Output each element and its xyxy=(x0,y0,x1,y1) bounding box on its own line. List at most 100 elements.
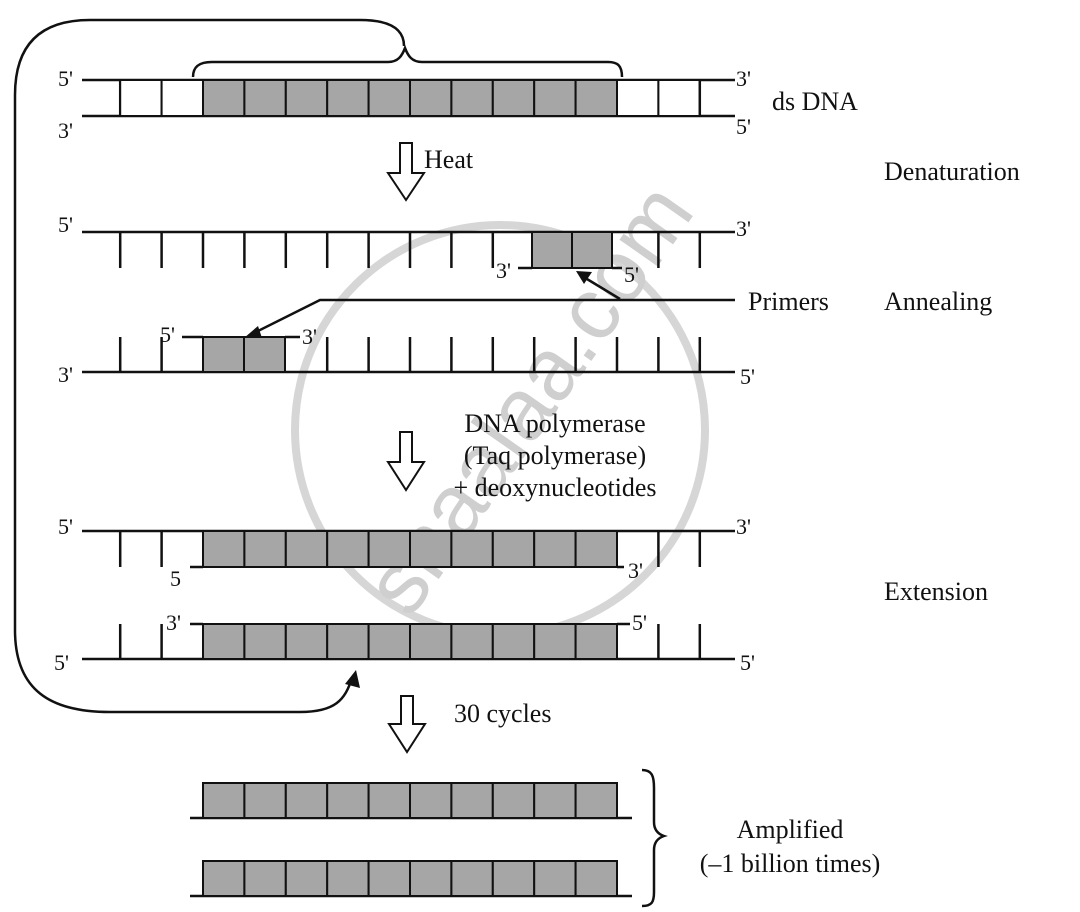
flank-segment xyxy=(657,79,701,117)
amplified-brace xyxy=(641,768,668,908)
target-segment xyxy=(367,79,412,117)
amplified-segment xyxy=(450,860,494,897)
amplified-segment xyxy=(450,782,494,819)
amplified-segment xyxy=(409,782,453,819)
cycle-loop-arrowhead xyxy=(345,670,360,688)
extended-segment xyxy=(284,530,329,568)
extended-segment xyxy=(243,530,287,568)
polymerase-line-3: + deoxynucleotides xyxy=(453,473,656,502)
polymerase-line-1: DNA polymerase xyxy=(464,409,645,438)
extended-segment xyxy=(450,623,494,660)
primer-1-left-label: 3' xyxy=(496,258,511,283)
extended-segment xyxy=(284,623,329,660)
extended-segment xyxy=(367,530,412,568)
extended-segment xyxy=(533,623,577,660)
amplified-products: Amplified (–1 billion times) xyxy=(190,768,880,908)
target-segment xyxy=(533,79,577,117)
extended-segment xyxy=(326,530,370,568)
extended-segment xyxy=(574,623,618,660)
heat-step: Heat xyxy=(386,142,474,202)
primers-pointer-arrowhead-2 xyxy=(576,271,592,284)
amplified-segment xyxy=(533,860,577,897)
extended-segment xyxy=(367,623,412,660)
new-strand-1-left-label: 5 xyxy=(170,566,181,591)
target-segment xyxy=(202,79,246,117)
ds-dna: 5' 3' 3' 5' ds DNA xyxy=(58,66,858,143)
amplified-segment xyxy=(491,860,536,897)
amplified-segment xyxy=(326,860,370,897)
cycles-label: 30 cycles xyxy=(454,699,551,728)
target-segment xyxy=(284,79,329,117)
annealing-2-right-label: 5' xyxy=(740,364,755,389)
polymerase-step: DNA polymerase (Taq polymerase) + deoxyn… xyxy=(386,409,657,502)
amplified-segment xyxy=(284,860,329,897)
heat-label: Heat xyxy=(424,145,474,174)
primers-label: Primers xyxy=(748,287,829,316)
annealing-1-right-label: 3' xyxy=(736,216,751,241)
ds-dna-bottom-left-label: 3' xyxy=(58,118,73,143)
annealing-strand-1: 5' 3' 3' 5' xyxy=(58,212,751,287)
extension-2-right-label: 5' xyxy=(740,650,755,675)
ds-dna-label: ds DNA xyxy=(772,87,858,116)
extension-1-right-label: 3' xyxy=(736,514,751,539)
flank-segment xyxy=(616,79,660,117)
ds-dna-top-right-label: 3' xyxy=(736,66,751,91)
amplified-segment xyxy=(367,782,412,819)
heat-arrow-icon xyxy=(386,142,426,202)
cycles-arrow-icon xyxy=(387,695,427,754)
amplified-segment xyxy=(284,782,329,819)
extension-1-left-label: 5' xyxy=(58,514,73,539)
primers-pointer-branch xyxy=(581,274,621,301)
cycles-step: 30 cycles xyxy=(387,695,551,754)
new-strand-1-right-label: 3' xyxy=(628,558,643,583)
target-segment xyxy=(326,79,370,117)
amplified-segment xyxy=(574,782,618,819)
target-segment xyxy=(450,79,494,117)
annealing-label: Annealing xyxy=(884,287,992,316)
annealing-strand-2: 3' 5' 5' 3' xyxy=(58,322,755,389)
amplified-segment xyxy=(243,860,287,897)
amplified-segment xyxy=(243,782,287,819)
primer-1-right-label: 5' xyxy=(624,262,639,287)
extended-segment xyxy=(326,623,370,660)
amplified-segment xyxy=(202,860,246,897)
extended-segment xyxy=(533,530,577,568)
target-segment xyxy=(243,79,287,117)
primer-segment xyxy=(571,231,613,269)
extension-strand-1: 5' 3' 5 3' xyxy=(58,514,751,591)
target-segment xyxy=(409,79,453,117)
primers-pointer-arrowhead xyxy=(244,326,262,338)
target-segment xyxy=(574,79,618,117)
extended-segment xyxy=(409,623,453,660)
polymerase-arrow-icon xyxy=(386,431,426,492)
primer-segment xyxy=(531,231,573,269)
extension-label: Extension xyxy=(884,577,988,606)
new-strand-2-right-label: 5' xyxy=(632,610,647,635)
ds-dna-bottom-right-label: 5' xyxy=(736,114,751,139)
amplified-segment xyxy=(491,782,536,819)
primer-2-left-label: 5' xyxy=(160,322,175,347)
amplified-segment xyxy=(574,860,618,897)
flank-segment xyxy=(119,79,163,117)
extended-segment xyxy=(243,623,287,660)
polymerase-line-2: (Taq polymerase) xyxy=(464,441,646,470)
target-segment xyxy=(491,79,536,117)
amplified-line-1: Amplified xyxy=(737,815,844,844)
extended-segment xyxy=(491,623,536,660)
primer-segment xyxy=(202,336,245,373)
primers-pointer: Primers xyxy=(244,271,829,338)
denaturation-label: Denaturation xyxy=(884,157,1020,186)
amplified-segment xyxy=(533,782,577,819)
annealing-1-left-label: 5' xyxy=(58,212,73,237)
ds-dna-top-left-label: 5' xyxy=(58,66,73,91)
extended-segment xyxy=(202,530,246,568)
cycle-loop-arrow xyxy=(13,18,406,714)
amplified-segment xyxy=(202,782,246,819)
primer-segment xyxy=(243,336,286,373)
extended-segment xyxy=(574,530,618,568)
extension-strand-2: 5' 5' 3' 5' xyxy=(54,610,755,675)
extended-segment xyxy=(491,530,536,568)
new-strand-2-left-label: 3' xyxy=(166,610,181,635)
amplified-segment xyxy=(326,782,370,819)
